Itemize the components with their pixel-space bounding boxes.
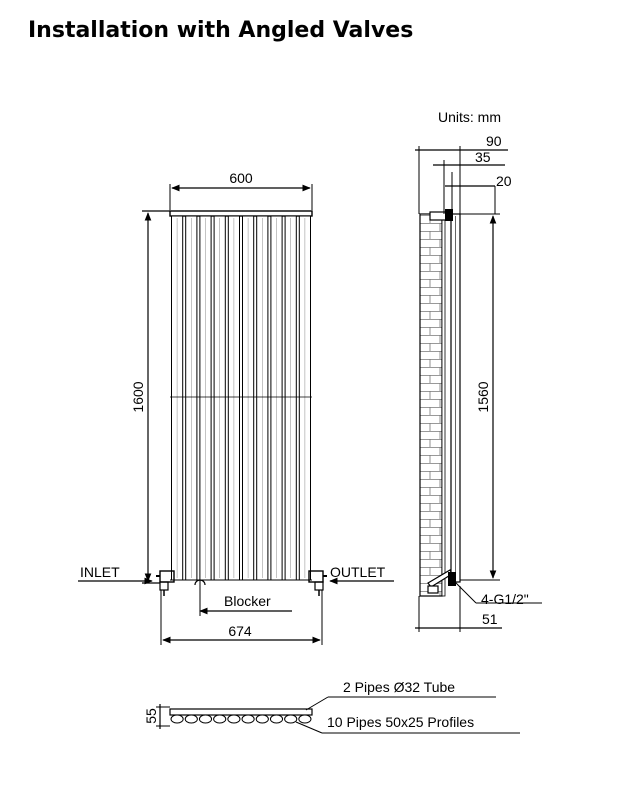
section-profile (213, 714, 227, 724)
outlet-label: OUTLET (330, 564, 386, 580)
section-profile (184, 714, 198, 724)
section-profile (298, 714, 312, 724)
tube-label: 2 Pipes Ø32 Tube (343, 679, 455, 695)
inlet-label: INLET (80, 564, 120, 580)
section-profile (255, 714, 269, 724)
front-view: 600 1600 INLET OUTLET (78, 170, 394, 645)
overall-width-label: 674 (228, 623, 252, 639)
blocker-label: Blocker (224, 593, 271, 609)
depth-90-label: 90 (486, 133, 502, 149)
top-bracket (429, 209, 500, 221)
section-tube (169, 708, 313, 716)
section-profile (198, 714, 213, 724)
side-view: Units: mm (415, 109, 542, 632)
section-profile (241, 714, 255, 724)
section-profile (170, 714, 184, 724)
section-profile (269, 714, 284, 724)
bottom-valve-side (427, 569, 456, 594)
page-title: Installation with Angled Valves (28, 18, 414, 43)
section-profile (284, 714, 298, 724)
bottom-depth-label: 51 (482, 611, 498, 627)
depth-35-label: 35 (475, 149, 491, 165)
inlet-valve (156, 570, 175, 596)
section-profiles (170, 714, 312, 724)
centers-label: 1560 (475, 381, 491, 412)
height-label: 1600 (130, 381, 146, 412)
tube-leader-diagonal (305, 696, 329, 711)
wall-surface (441, 213, 446, 597)
section-profile (227, 714, 241, 724)
wall-brick (419, 213, 443, 597)
outlet-valve (308, 570, 327, 596)
width-label: 600 (229, 170, 253, 186)
thread-leader-diagonal (454, 581, 477, 604)
profile-leader-diagonal (295, 721, 323, 734)
thread-label: 4-G1/2" (481, 591, 529, 607)
depth-20-label: 20 (496, 173, 512, 189)
top-rail (169, 210, 313, 217)
units-label: Units: mm (438, 109, 501, 125)
profile-label: 10 Pipes 50x25 Profiles (327, 714, 474, 730)
section-height-label: 55 (143, 708, 159, 724)
blocker-icon (194, 579, 206, 590)
section-view: 55 2 Pipes Ø32 Tube 10 Pipes 50x25 Profi… (143, 679, 520, 734)
radiator-pipes (171, 215, 311, 581)
